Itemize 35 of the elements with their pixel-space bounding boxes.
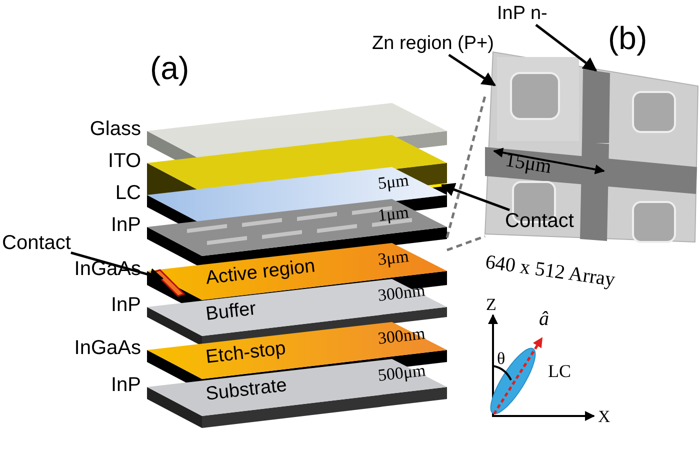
layer-name: InP — [110, 215, 141, 235]
text-label: Z — [486, 296, 496, 313]
leader-arrow — [70, 252, 164, 282]
thickness-label: 300nm — [377, 282, 426, 304]
leader-arrow — [440, 182, 510, 212]
layer-name: LC — [115, 183, 141, 203]
layer-name: InP — [110, 295, 141, 315]
callout-text: InP n- — [497, 4, 548, 25]
leader-arrow — [448, 54, 496, 86]
layer-label: Buffer — [204, 299, 258, 324]
text-label: (a) — [150, 52, 190, 84]
thickness-label: 5μm — [377, 172, 410, 192]
text-label: (b) — [608, 22, 648, 54]
zoom-line — [446, 235, 486, 252]
layer-label: Active region — [204, 256, 316, 288]
thickness-label: 300nm — [377, 324, 426, 347]
thickness-label: 3μm — [377, 248, 410, 268]
layer-name: Glass — [90, 119, 141, 139]
callout-text: Contact — [2, 232, 71, 254]
text-label: LC — [548, 362, 572, 380]
leader-arrow — [535, 24, 598, 72]
layer-name: ITO — [108, 151, 141, 171]
text-label: θ — [497, 350, 506, 367]
zoom-line — [446, 96, 486, 238]
callout-text: Zn region (P+) — [372, 34, 494, 55]
thickness-label: 500μm — [377, 362, 427, 384]
callout-text: Contact — [505, 210, 574, 232]
text-label: X — [598, 408, 610, 425]
array-caption: 640 x 512 Array — [484, 252, 616, 290]
thickness-label: 1μm — [377, 204, 410, 224]
layer-label: Etch-stop — [204, 339, 287, 367]
layer-label: Substrate — [204, 376, 288, 404]
layer-name: InGaAs — [74, 338, 141, 358]
layer-name: InP — [110, 375, 141, 395]
text-label: â — [539, 309, 549, 329]
